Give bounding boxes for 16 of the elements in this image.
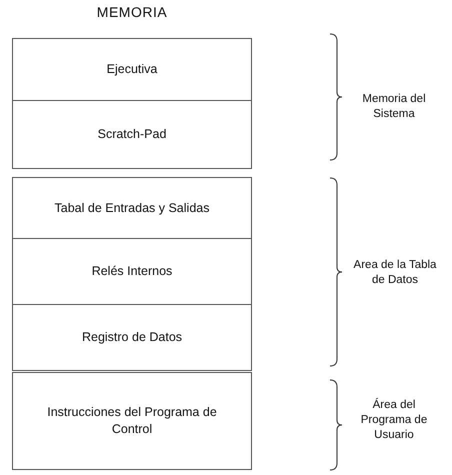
memory-block [12,304,252,371]
block-label: Scratch-Pad [98,126,166,143]
block-label: Registro de Datos [82,329,182,346]
block-label: Tabal de Entradas y Salidas [54,200,210,216]
title: MEMORIA [96,4,168,20]
memory-block [12,177,252,239]
memory-block [12,38,252,101]
block-label: Ejecutiva [106,61,158,78]
brace-label: Memoria del Sistema [361,92,427,122]
memory-block [12,372,252,470]
brace-label: Área del Programa de Usuario [360,398,428,443]
memory-block [12,238,252,305]
block-label: Relés Internos [92,263,172,280]
memory-block [12,100,252,169]
brace-label: Area de la Tabla de Datos [352,258,438,288]
block-label: Instrucciones del Programa de Control [46,404,218,438]
